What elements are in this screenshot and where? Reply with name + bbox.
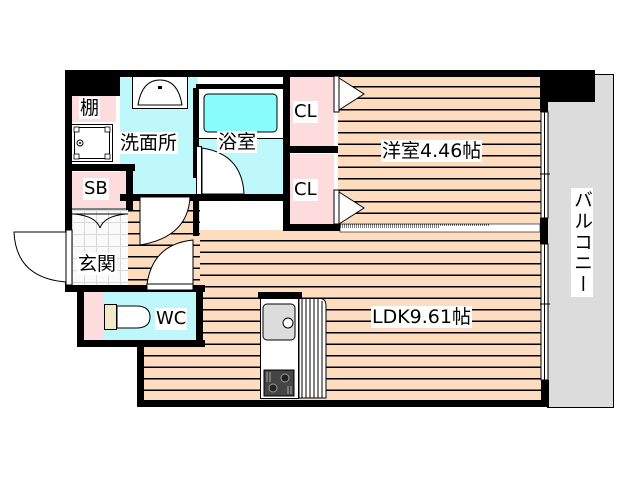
wall-shelf-bottom	[65, 164, 135, 171]
closet-2-door-icon	[333, 189, 365, 225]
wall-top	[65, 70, 545, 77]
washing-machine-pan-icon	[71, 124, 113, 162]
western-room-label: 洋室4.46帖	[381, 140, 483, 162]
wall-left-upper	[65, 70, 72, 292]
closet-1-label: CL	[293, 101, 318, 123]
wall-wash-bath-divider	[193, 88, 199, 178]
wall-closet-divider	[283, 146, 338, 153]
entrance-label: 玄関	[77, 253, 118, 275]
entrance-door-icon	[13, 229, 73, 286]
wall-entrance-bottom	[65, 285, 205, 292]
western-room-window-icon	[540, 111, 550, 219]
wall-hall-divider	[193, 196, 199, 236]
wall-top-left-block	[65, 70, 120, 96]
closet-1-door-icon	[333, 75, 365, 113]
wall-western-partial	[283, 224, 383, 228]
bathtub-icon	[198, 88, 284, 139]
wall-bath-top	[196, 84, 286, 88]
wall-right-top	[540, 70, 548, 112]
shelf-label: 棚	[79, 97, 101, 119]
toilet-label: WC	[155, 308, 188, 330]
wall-bath-bottom	[120, 194, 290, 201]
sliding-door-icon	[339, 223, 541, 233]
closet-2-label: CL	[293, 179, 318, 201]
washbasin-icon	[132, 76, 188, 109]
washroom-label: 洗面所	[119, 132, 179, 154]
balcony-corner-wall	[540, 70, 595, 102]
gas-stove-icon	[263, 369, 295, 397]
wall-ldk-left	[137, 340, 144, 407]
ldk-label: LDK9.61帖	[371, 306, 472, 328]
bathroom-label: 浴室	[217, 131, 258, 153]
shoe-box-label: SB	[83, 178, 109, 200]
wall-bottom	[137, 400, 549, 407]
kitchen-sink-icon	[262, 303, 296, 341]
wall-wc-right	[196, 285, 203, 347]
shoebox-doors-icon	[72, 208, 128, 229]
bathroom-door-icon	[196, 146, 245, 195]
wall-right-mid	[540, 218, 548, 244]
toilet-storage	[83, 292, 103, 340]
wall-right-lower	[541, 380, 549, 407]
washroom-door-icon	[139, 196, 191, 246]
ldk-floor-lower	[143, 345, 203, 400]
toilet-icon	[104, 304, 151, 330]
balcony-label: バルコニー	[571, 188, 593, 297]
wall-sb-right	[126, 164, 133, 210]
toilet-door-icon	[146, 239, 194, 291]
kitchen-hood	[258, 292, 302, 298]
ldk-window-icon	[540, 243, 550, 381]
wall-wc-left	[77, 285, 84, 347]
